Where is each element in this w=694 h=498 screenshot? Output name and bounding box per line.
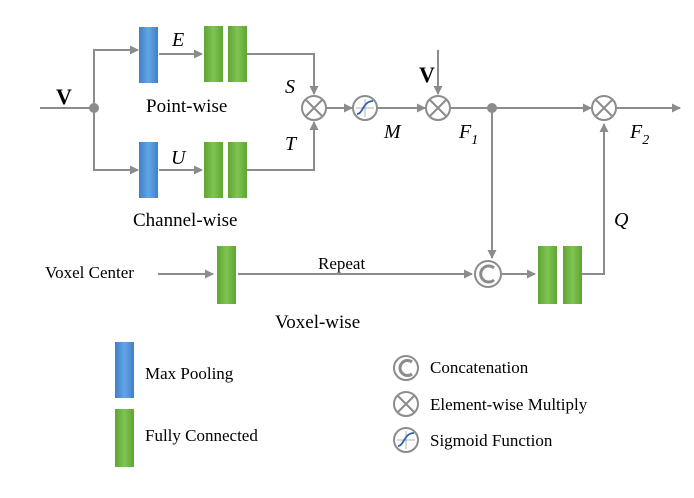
- multiply-op-q: [591, 95, 617, 121]
- t-line: [247, 121, 319, 171]
- legend-sigmoid-label: Sigmoid Function: [430, 431, 553, 450]
- sigmoid-op: [352, 95, 378, 121]
- f2-base: F: [629, 121, 643, 143]
- multiply-op-st: [301, 95, 327, 121]
- voxel-center-label: Voxel Center: [45, 263, 134, 282]
- split-junction: [89, 103, 99, 113]
- f1-label: F1: [458, 121, 478, 148]
- legend-multiply-label: Element-wise Multiply: [430, 395, 588, 414]
- s-line: [247, 53, 319, 95]
- u-label: U: [171, 147, 187, 169]
- f1-base: F: [458, 121, 472, 143]
- branch-split-line-lower: [93, 108, 139, 175]
- legend: Max Pooling Fully Connected Concatenatio…: [115, 342, 588, 467]
- voxel-wise-label: Voxel-wise: [275, 312, 360, 333]
- f1-junction: [487, 103, 497, 113]
- v-left-label: V: [56, 84, 72, 109]
- fc-block-voxel: [217, 246, 236, 304]
- q-label: Q: [614, 209, 629, 231]
- legend-fully-connected-swatch: [115, 409, 134, 467]
- concatenation-op: [474, 260, 502, 288]
- fc-block-point-2: [228, 26, 247, 82]
- channel-wise-label: Channel-wise: [133, 210, 237, 231]
- legend-multiply-icon: [393, 391, 419, 417]
- max-pooling-block-point: [139, 27, 158, 83]
- fc-block-point-1: [204, 26, 223, 82]
- m-label: M: [383, 121, 402, 143]
- legend-concatenation-label: Concatenation: [430, 358, 529, 377]
- f2-label: F2: [629, 121, 649, 148]
- v-top-label: V: [419, 62, 435, 87]
- legend-sigmoid-icon: [393, 427, 419, 453]
- legend-concatenation-icon: [393, 355, 419, 381]
- legend-max-pooling-swatch: [115, 342, 134, 398]
- connections: [40, 45, 681, 279]
- multiply-op-v: [425, 95, 451, 121]
- fc-block-channel-2: [228, 142, 247, 198]
- fc-block-fusion-1: [538, 246, 557, 304]
- point-wise-label: Point-wise: [146, 96, 227, 117]
- f2-sub: 2: [642, 133, 649, 148]
- branch-split-line: [93, 45, 139, 108]
- e-label: E: [171, 29, 184, 51]
- legend-max-pooling-label: Max Pooling: [145, 364, 234, 383]
- fc-block-channel-1: [204, 142, 223, 198]
- repeat-label: Repeat: [318, 254, 365, 273]
- q-line: [582, 123, 609, 275]
- legend-fully-connected-label: Fully Connected: [145, 426, 258, 445]
- f1-sub: 1: [471, 133, 478, 148]
- max-pooling-block-channel: [139, 142, 158, 198]
- s-label: S: [285, 76, 295, 98]
- fc-block-fusion-2: [563, 246, 582, 304]
- t-label: T: [285, 133, 298, 155]
